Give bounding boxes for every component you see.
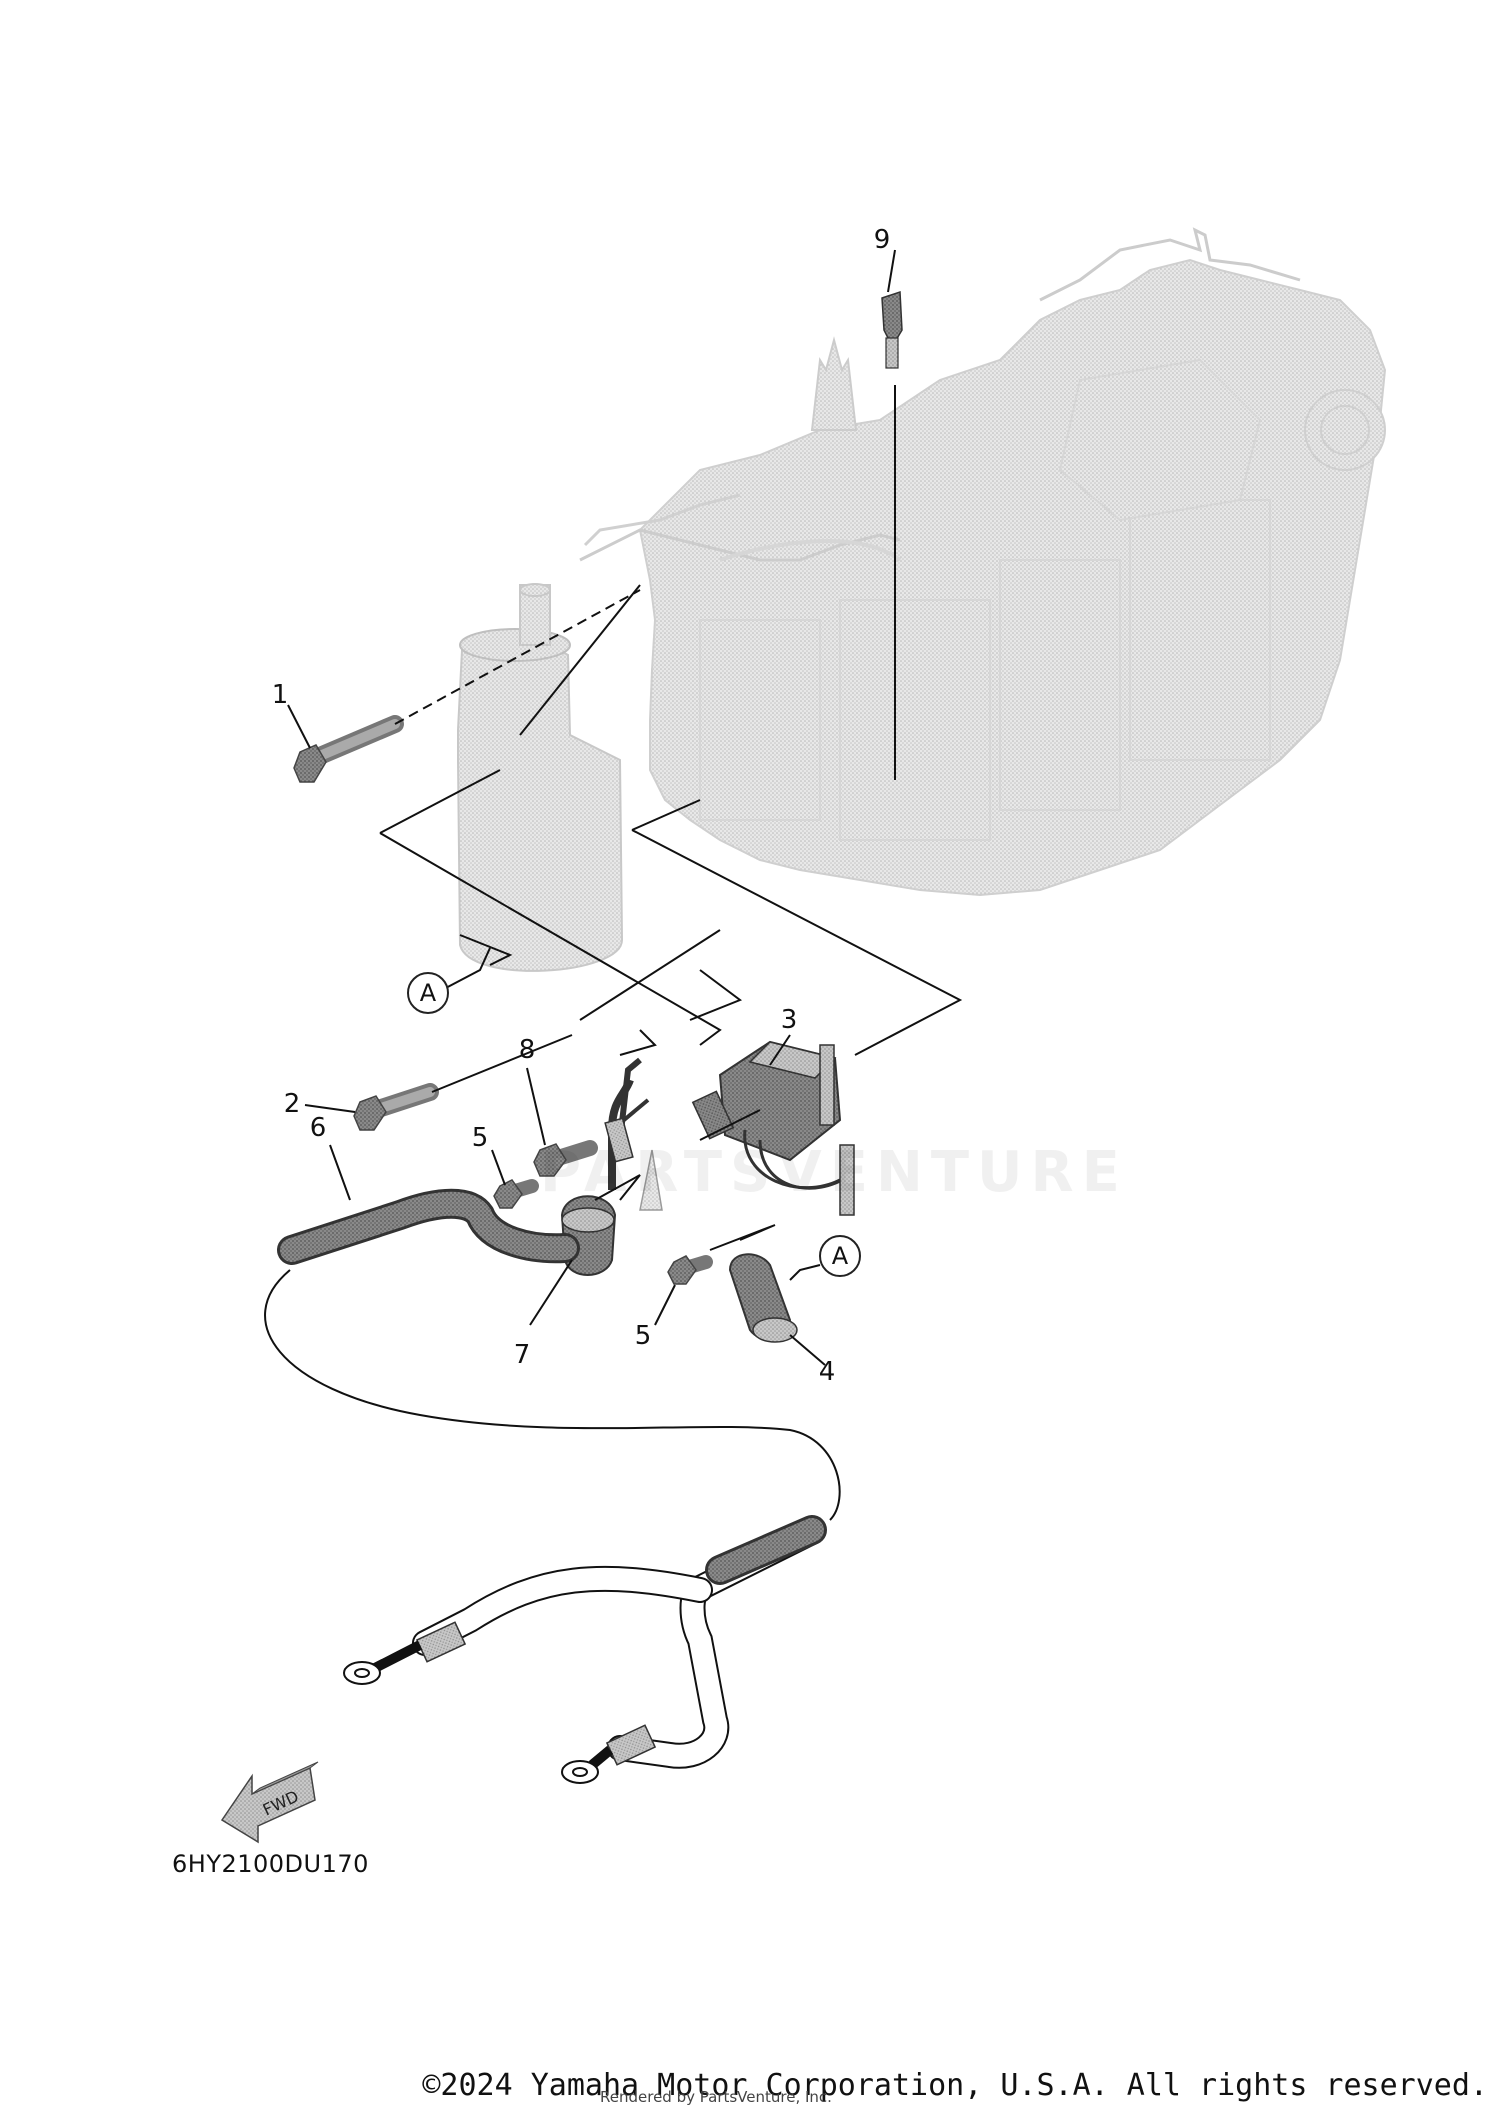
bolt-5-upper xyxy=(493,1179,539,1209)
bolt-2 xyxy=(353,1083,439,1131)
ground-lead xyxy=(617,1057,642,1141)
callout-6[interactable]: 6 xyxy=(309,1113,327,1143)
spark-plug-cap-4 xyxy=(728,1253,798,1343)
engine-block xyxy=(579,227,1387,897)
bolt-5-lower xyxy=(667,1255,713,1285)
assembly-leaders xyxy=(379,584,963,1251)
callout-7[interactable]: 7 xyxy=(513,1340,531,1370)
reference-marker-a-upper: A xyxy=(407,972,449,1014)
callout-8[interactable]: 8 xyxy=(518,1035,536,1065)
bolt-1 xyxy=(293,715,404,783)
callout-1[interactable]: 1 xyxy=(271,680,289,710)
callout-5-lower[interactable]: 5 xyxy=(634,1321,652,1351)
cdi-unit-3 xyxy=(691,1040,855,1216)
clip-9 xyxy=(881,290,903,369)
callout-leaders xyxy=(287,249,896,1366)
callout-3[interactable]: 3 xyxy=(780,1005,798,1035)
rendered-by-notice: Rendered by PartsVenture, Inc. xyxy=(600,2088,832,2106)
wire-terminal xyxy=(639,1149,663,1211)
callout-5-upper[interactable]: 5 xyxy=(471,1123,489,1153)
ignition-coil xyxy=(457,583,624,972)
ground-terminal xyxy=(604,1117,634,1163)
bolt-8 xyxy=(533,1140,598,1177)
callout-4[interactable]: 4 xyxy=(818,1357,836,1387)
callout-9[interactable]: 9 xyxy=(873,225,891,255)
watermark: PARTSVENTURE xyxy=(540,1140,1128,1205)
diagram-code: 6HY2100DU170 xyxy=(172,1850,369,1878)
bolt-1-leader xyxy=(394,589,641,725)
copyright-notice: ©2024 Yamaha Motor Corporation, U.S.A. A… xyxy=(422,2068,1488,2103)
reference-marker-a-lower: A xyxy=(819,1235,861,1277)
callout-2[interactable]: 2 xyxy=(283,1089,301,1119)
bolt-2-leader xyxy=(431,1034,573,1093)
battery-cable xyxy=(264,1269,841,1784)
fwd-arrow: FWD xyxy=(220,1761,319,1844)
